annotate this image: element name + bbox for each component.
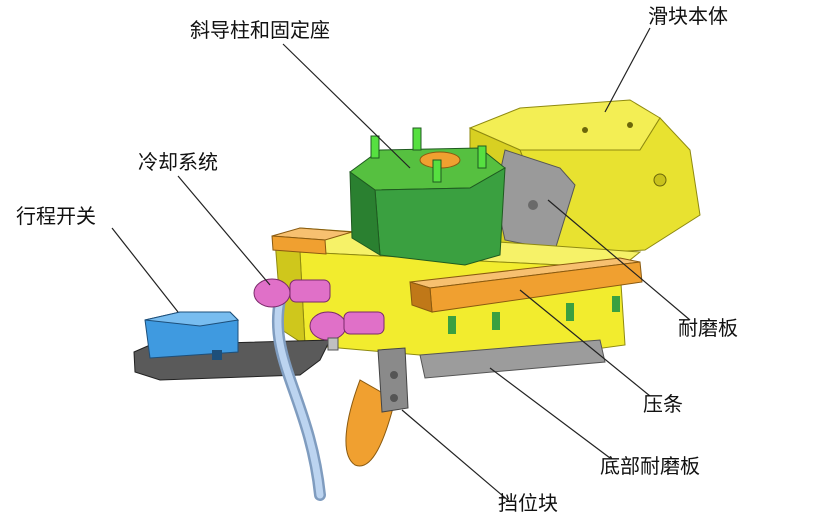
label-wear-plate: 耐磨板 [678, 316, 738, 340]
leader-travel-switch [111, 227, 179, 313]
pressing-strip-part [271, 227, 643, 334]
bottom-wear-plate-part [419, 339, 606, 379]
guide-pin-seat-part [349, 127, 506, 266]
leader-slider-body [604, 27, 651, 113]
leader-bottom-wear-plate [489, 367, 611, 459]
label-cooling-system: 冷却系统 [138, 150, 218, 174]
cooling-system-part [253, 278, 385, 501]
leader-pressing-strip [519, 289, 651, 397]
label-travel-switch: 行程开关 [16, 204, 96, 228]
stop-block-part [345, 347, 409, 467]
leader-wear-plate [547, 199, 691, 321]
label-slider-body: 滑块本体 [648, 4, 728, 28]
label-bottom-wear-plate: 底部耐磨板 [600, 454, 700, 478]
leader-lines [111, 27, 691, 503]
label-stop-block: 挡位块 [498, 491, 558, 515]
leader-cooling-system [177, 175, 271, 286]
leader-stop-block [401, 409, 511, 503]
label-pressing-strip: 压条 [643, 392, 683, 416]
label-guide-pin-seat: 斜导柱和固定座 [190, 18, 330, 42]
leader-guide-pin-seat [282, 43, 411, 169]
